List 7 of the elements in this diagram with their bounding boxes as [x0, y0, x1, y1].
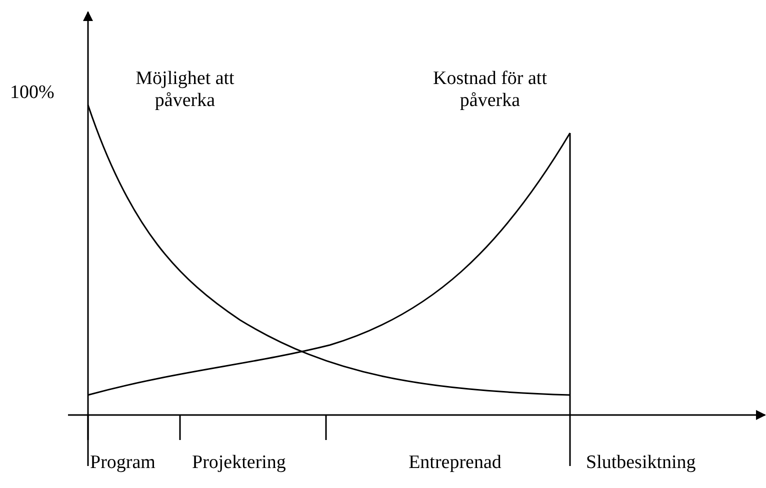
- axis-value-label: 100%: [10, 82, 56, 104]
- phase-label: Program: [90, 452, 156, 474]
- phase-label: Projektering: [192, 452, 287, 474]
- milestone-label: Slutbesiktning: [586, 452, 697, 474]
- curve-label: Möjlighet att påverka: [134, 68, 236, 112]
- phase-label: Entreprenad: [408, 452, 502, 474]
- curve-label: Kostnad för att påverka: [432, 68, 548, 112]
